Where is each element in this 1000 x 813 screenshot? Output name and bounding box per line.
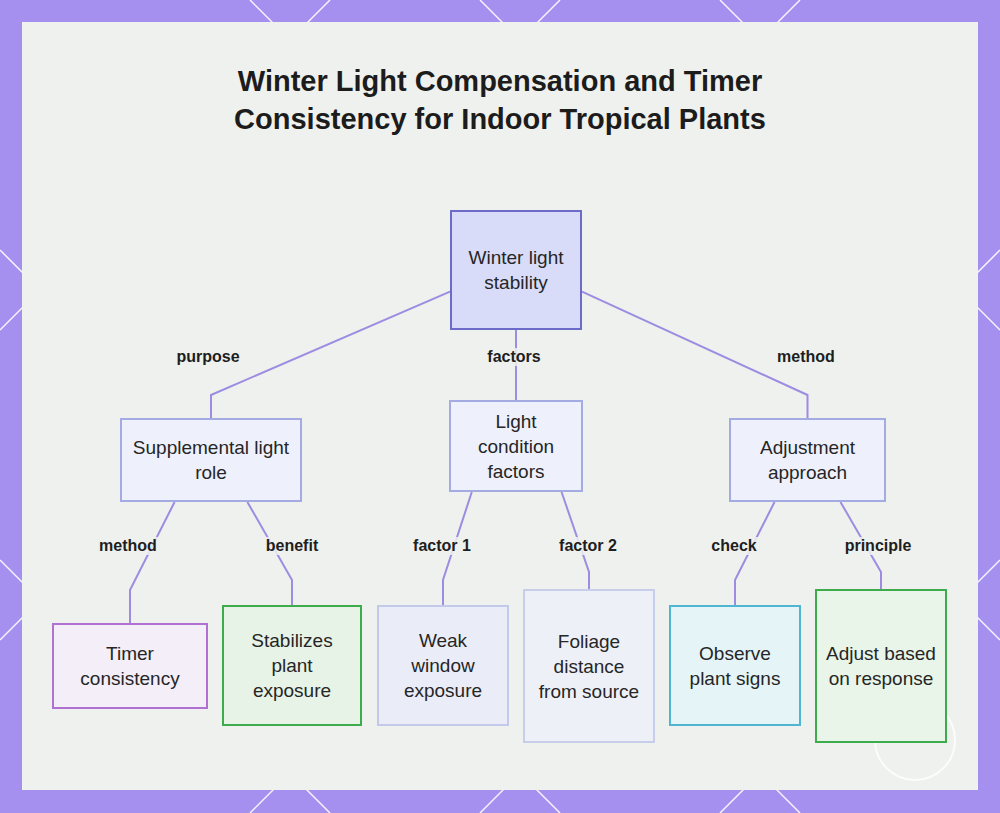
category-box: Supplemental light role	[120, 418, 302, 502]
leaf-box: Stabilizes plant exposure	[222, 605, 362, 726]
connector-line	[211, 292, 450, 418]
node-text: Winter light stability	[460, 245, 572, 295]
edge-label: principle	[842, 537, 915, 555]
node-text: Foliage distance from source	[533, 629, 645, 704]
leaf-box: Foliage distance from source	[523, 589, 655, 743]
node-content: Timer consistency	[62, 641, 198, 691]
node-content: Observe plant signs	[679, 641, 791, 691]
edge-label: method	[774, 348, 838, 366]
connector-line	[130, 502, 175, 623]
node-text: Timer consistency	[62, 641, 198, 691]
leaf-box: Observe plant signs	[669, 605, 801, 726]
leaf-box: Adjust based on response	[815, 589, 947, 743]
node-content: Foliage distance from source	[533, 629, 645, 704]
edge-label: check	[708, 537, 759, 555]
edge-label: factors	[484, 348, 543, 366]
category-box: Adjustment approach	[729, 418, 886, 502]
node-content: Adjustment approach	[739, 435, 876, 485]
node-text: Weak window exposure	[387, 628, 499, 703]
node-content: Winter light stability	[460, 245, 572, 295]
node-content: Stabilizes plant exposure	[232, 628, 352, 703]
node-text: Adjust based on response	[825, 641, 937, 691]
edge-label: factor 1	[410, 537, 474, 555]
edge-label: factor 2	[556, 537, 620, 555]
node-content: Weak window exposure	[387, 628, 499, 703]
node-content: Adjust based on response	[825, 641, 937, 691]
diagram-title: Winter Light Compensation and Timer Cons…	[190, 62, 810, 138]
node-content: Light condition factors	[459, 409, 573, 484]
node-text: Stabilizes plant exposure	[232, 628, 352, 703]
leaf-box: Timer consistency	[52, 623, 208, 709]
root-box: Winter light stability	[450, 210, 582, 330]
node-content: Supplemental light role	[130, 435, 292, 485]
node-text: Supplemental light role	[130, 435, 292, 485]
edge-label: purpose	[173, 348, 242, 366]
node-text: Observe plant signs	[679, 641, 791, 691]
node-text: Light condition factors	[459, 409, 573, 484]
node-text: Adjustment approach	[739, 435, 876, 485]
leaf-box: Weak window exposure	[377, 605, 509, 726]
edge-label: benefit	[263, 537, 321, 555]
category-box: Light condition factors	[449, 400, 583, 492]
edge-label: method	[96, 537, 160, 555]
